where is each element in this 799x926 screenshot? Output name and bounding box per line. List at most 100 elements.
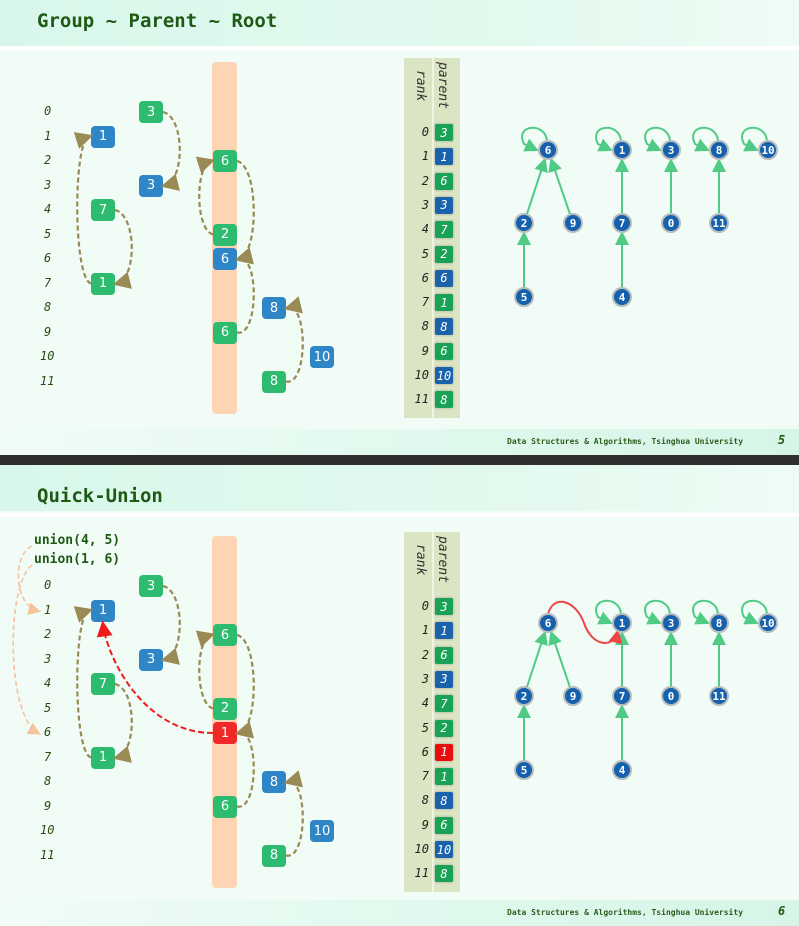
table-rank: 5 [421, 246, 429, 261]
rank-label: 3 [44, 651, 52, 666]
rank-label: 10 [40, 823, 55, 837]
self-loop [644, 599, 671, 625]
table-rank: 7 [421, 295, 429, 310]
element-box: 6 [213, 248, 237, 270]
table-parent-cell: 6 [435, 816, 453, 834]
table-rank: 0 [421, 125, 429, 139]
title-divider [0, 513, 799, 517]
table-parent-cell: 1 [435, 622, 453, 640]
svg-text:4: 4 [619, 764, 626, 777]
svg-text:3: 3 [668, 617, 675, 630]
element-box: 6 [213, 150, 237, 172]
element-box: 1 [213, 722, 237, 744]
forest-node: 1 [612, 140, 632, 160]
rank-label: 9 [44, 324, 52, 339]
rank-label: 0 [44, 104, 52, 118]
svg-text:5: 5 [521, 764, 528, 777]
table-parent-cell: 10 [435, 841, 453, 858]
forest-node: 7 [612, 686, 632, 706]
table-rank: 11 [414, 866, 429, 881]
forest-node: 3 [661, 140, 681, 160]
forest-node: 2 [514, 686, 534, 706]
rank-label: 6 [44, 251, 52, 265]
table-parent-cell: 7 [435, 221, 453, 239]
svg-text:11: 11 [712, 690, 726, 703]
table-divider [432, 58, 434, 418]
rank-label: 11 [40, 373, 55, 388]
svg-text:10: 10 [761, 144, 774, 157]
element-box: 8 [262, 844, 286, 867]
element-box: 3 [139, 575, 163, 597]
self-loop [595, 126, 622, 152]
table-parent-cell: 7 [435, 695, 453, 713]
table-parent-cell: 3 [435, 124, 453, 141]
self-loop [741, 599, 768, 625]
rank-label: 4 [44, 202, 52, 216]
forest-node: 0 [661, 686, 681, 706]
element-box: 6 [213, 624, 237, 646]
table-rank: 2 [421, 173, 429, 188]
parent-arrow [283, 296, 304, 383]
self-loop [692, 599, 719, 625]
table-rank: 8 [421, 319, 429, 334]
element-box: 1 [91, 125, 115, 148]
forest-node: 10 [758, 140, 778, 160]
svg-text:2: 2 [521, 217, 528, 230]
table-parent-cell: 8 [435, 865, 453, 883]
element-box: 7 [91, 673, 115, 695]
table-rank: 1 [421, 149, 429, 164]
slide-title: Group ~ Parent ~ Root [37, 10, 278, 32]
table-rank: 6 [421, 270, 429, 285]
union-edge [547, 600, 623, 645]
table-parent-cell: 2 [435, 245, 453, 263]
table-rank: 3 [421, 197, 429, 212]
element-box: 2 [213, 697, 237, 720]
tree-edge [548, 630, 572, 688]
union-op-1: union(4, 5) [34, 533, 121, 548]
table-rank: 10 [414, 368, 429, 382]
element-box: 2 [213, 223, 237, 246]
tree-edge [525, 630, 548, 688]
svg-text:9: 9 [570, 217, 577, 230]
svg-text:0: 0 [668, 217, 675, 230]
element-box: 6 [213, 795, 237, 818]
table-parent-cell: 6 [435, 269, 453, 287]
forest-node: 10 [758, 613, 778, 633]
svg-text:6: 6 [545, 144, 552, 157]
parent-arrow [195, 156, 216, 236]
forest-node: 9 [563, 686, 583, 706]
table-parent-cell: 6 [435, 342, 453, 360]
table-parent-cell: 1 [435, 294, 453, 312]
op-arrow [12, 564, 41, 735]
self-loop [595, 599, 622, 625]
table-parent-cell: 10 [435, 367, 453, 384]
table-rank: 0 [421, 599, 429, 613]
forest-node: 11 [709, 686, 729, 706]
element-box: 3 [139, 101, 163, 123]
svg-text:8: 8 [716, 617, 723, 630]
footer-text: Data Structures & Algorithms, Tsinghua U… [507, 908, 744, 917]
forest-node: 8 [709, 613, 729, 633]
union-op-2: union(1, 6) [34, 552, 121, 567]
element-box: 8 [262, 297, 286, 319]
parent-arrow [195, 630, 216, 710]
rank-label: 7 [44, 275, 52, 290]
self-loop [692, 126, 719, 152]
table-rank: 6 [421, 744, 429, 759]
rank-label: 2 [44, 153, 52, 167]
rank-label: 4 [44, 676, 52, 690]
forest-node: 6 [538, 140, 558, 160]
title-bar: Quick-Union [0, 465, 799, 511]
table-rank: 11 [414, 392, 429, 407]
table-rank: 1 [421, 623, 429, 638]
rank-label: 1 [44, 602, 52, 617]
svg-text:1: 1 [619, 144, 626, 157]
union-link-arrow [96, 620, 214, 734]
table-rank: 2 [421, 647, 429, 662]
tree-edge [548, 157, 572, 215]
page-number: 6 [778, 904, 786, 918]
